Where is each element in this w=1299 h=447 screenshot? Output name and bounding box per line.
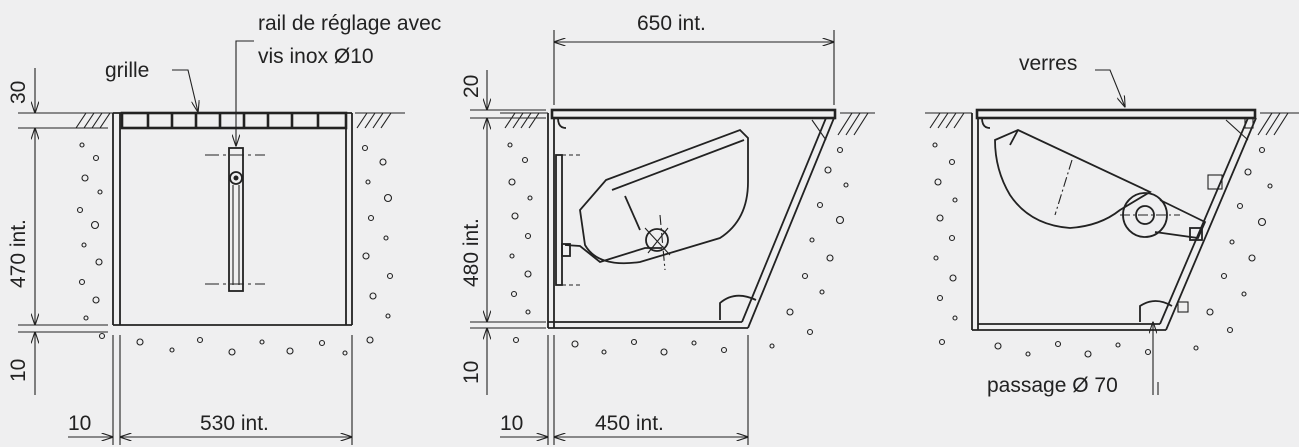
ground-hatch-right-2 [1257,112,1299,136]
box-outline-left [112,112,353,326]
dim-lines-left [18,68,353,445]
gravel-left [76,142,394,356]
ground-hatch-left-2 [355,112,405,129]
rail-label-line1: rail de réglage avec [258,12,441,35]
dim-lines-mid [470,30,835,445]
ground-hatch-mid-1 [500,112,548,129]
grille-left [120,111,348,130]
dim-mid-wall: 10 [500,412,523,435]
luminaire-right [994,129,1223,322]
box-outline-right [971,108,1257,331]
dim-left-bottom: 10 [7,359,30,382]
passage-label: passage Ø 70 [987,374,1118,397]
luminaire-mid [561,128,757,320]
dim-left-height: 470 int. [7,219,30,288]
ground-hatch-right-1 [925,112,972,129]
middle-view: 650 int. 20 480 int. 10 10 450 int. [460,12,875,445]
ground-hatch-left-1 [70,112,113,129]
rail-label-line2: vis inox Ø10 [258,45,374,68]
ground-hatch-mid-2 [837,112,875,136]
right-view: verres passage Ø 70 [925,52,1299,397]
grille-label: grille [105,59,149,82]
dim-mid-top: 20 [460,75,483,98]
gravel-right [932,142,1273,358]
dim-left-top: 30 [7,81,30,104]
dim-mid-bottom: 10 [460,361,483,384]
left-view: rail de réglage avec vis inox Ø10 grille… [7,12,441,445]
dim-mid-top-width: 650 int. [637,12,706,35]
dim-left-wall: 10 [68,412,91,435]
dim-mid-width: 450 int. [595,412,664,435]
dim-left-width: 530 int. [200,412,269,435]
box-outline-mid [547,108,837,329]
rail-left [205,147,265,292]
leaders-left [172,40,254,146]
rail-mid [555,154,580,286]
verres-label: verres [1019,52,1077,75]
gravel-mid [507,142,849,356]
leaders-right [1095,69,1159,395]
dim-mid-height: 480 int. [460,218,483,287]
